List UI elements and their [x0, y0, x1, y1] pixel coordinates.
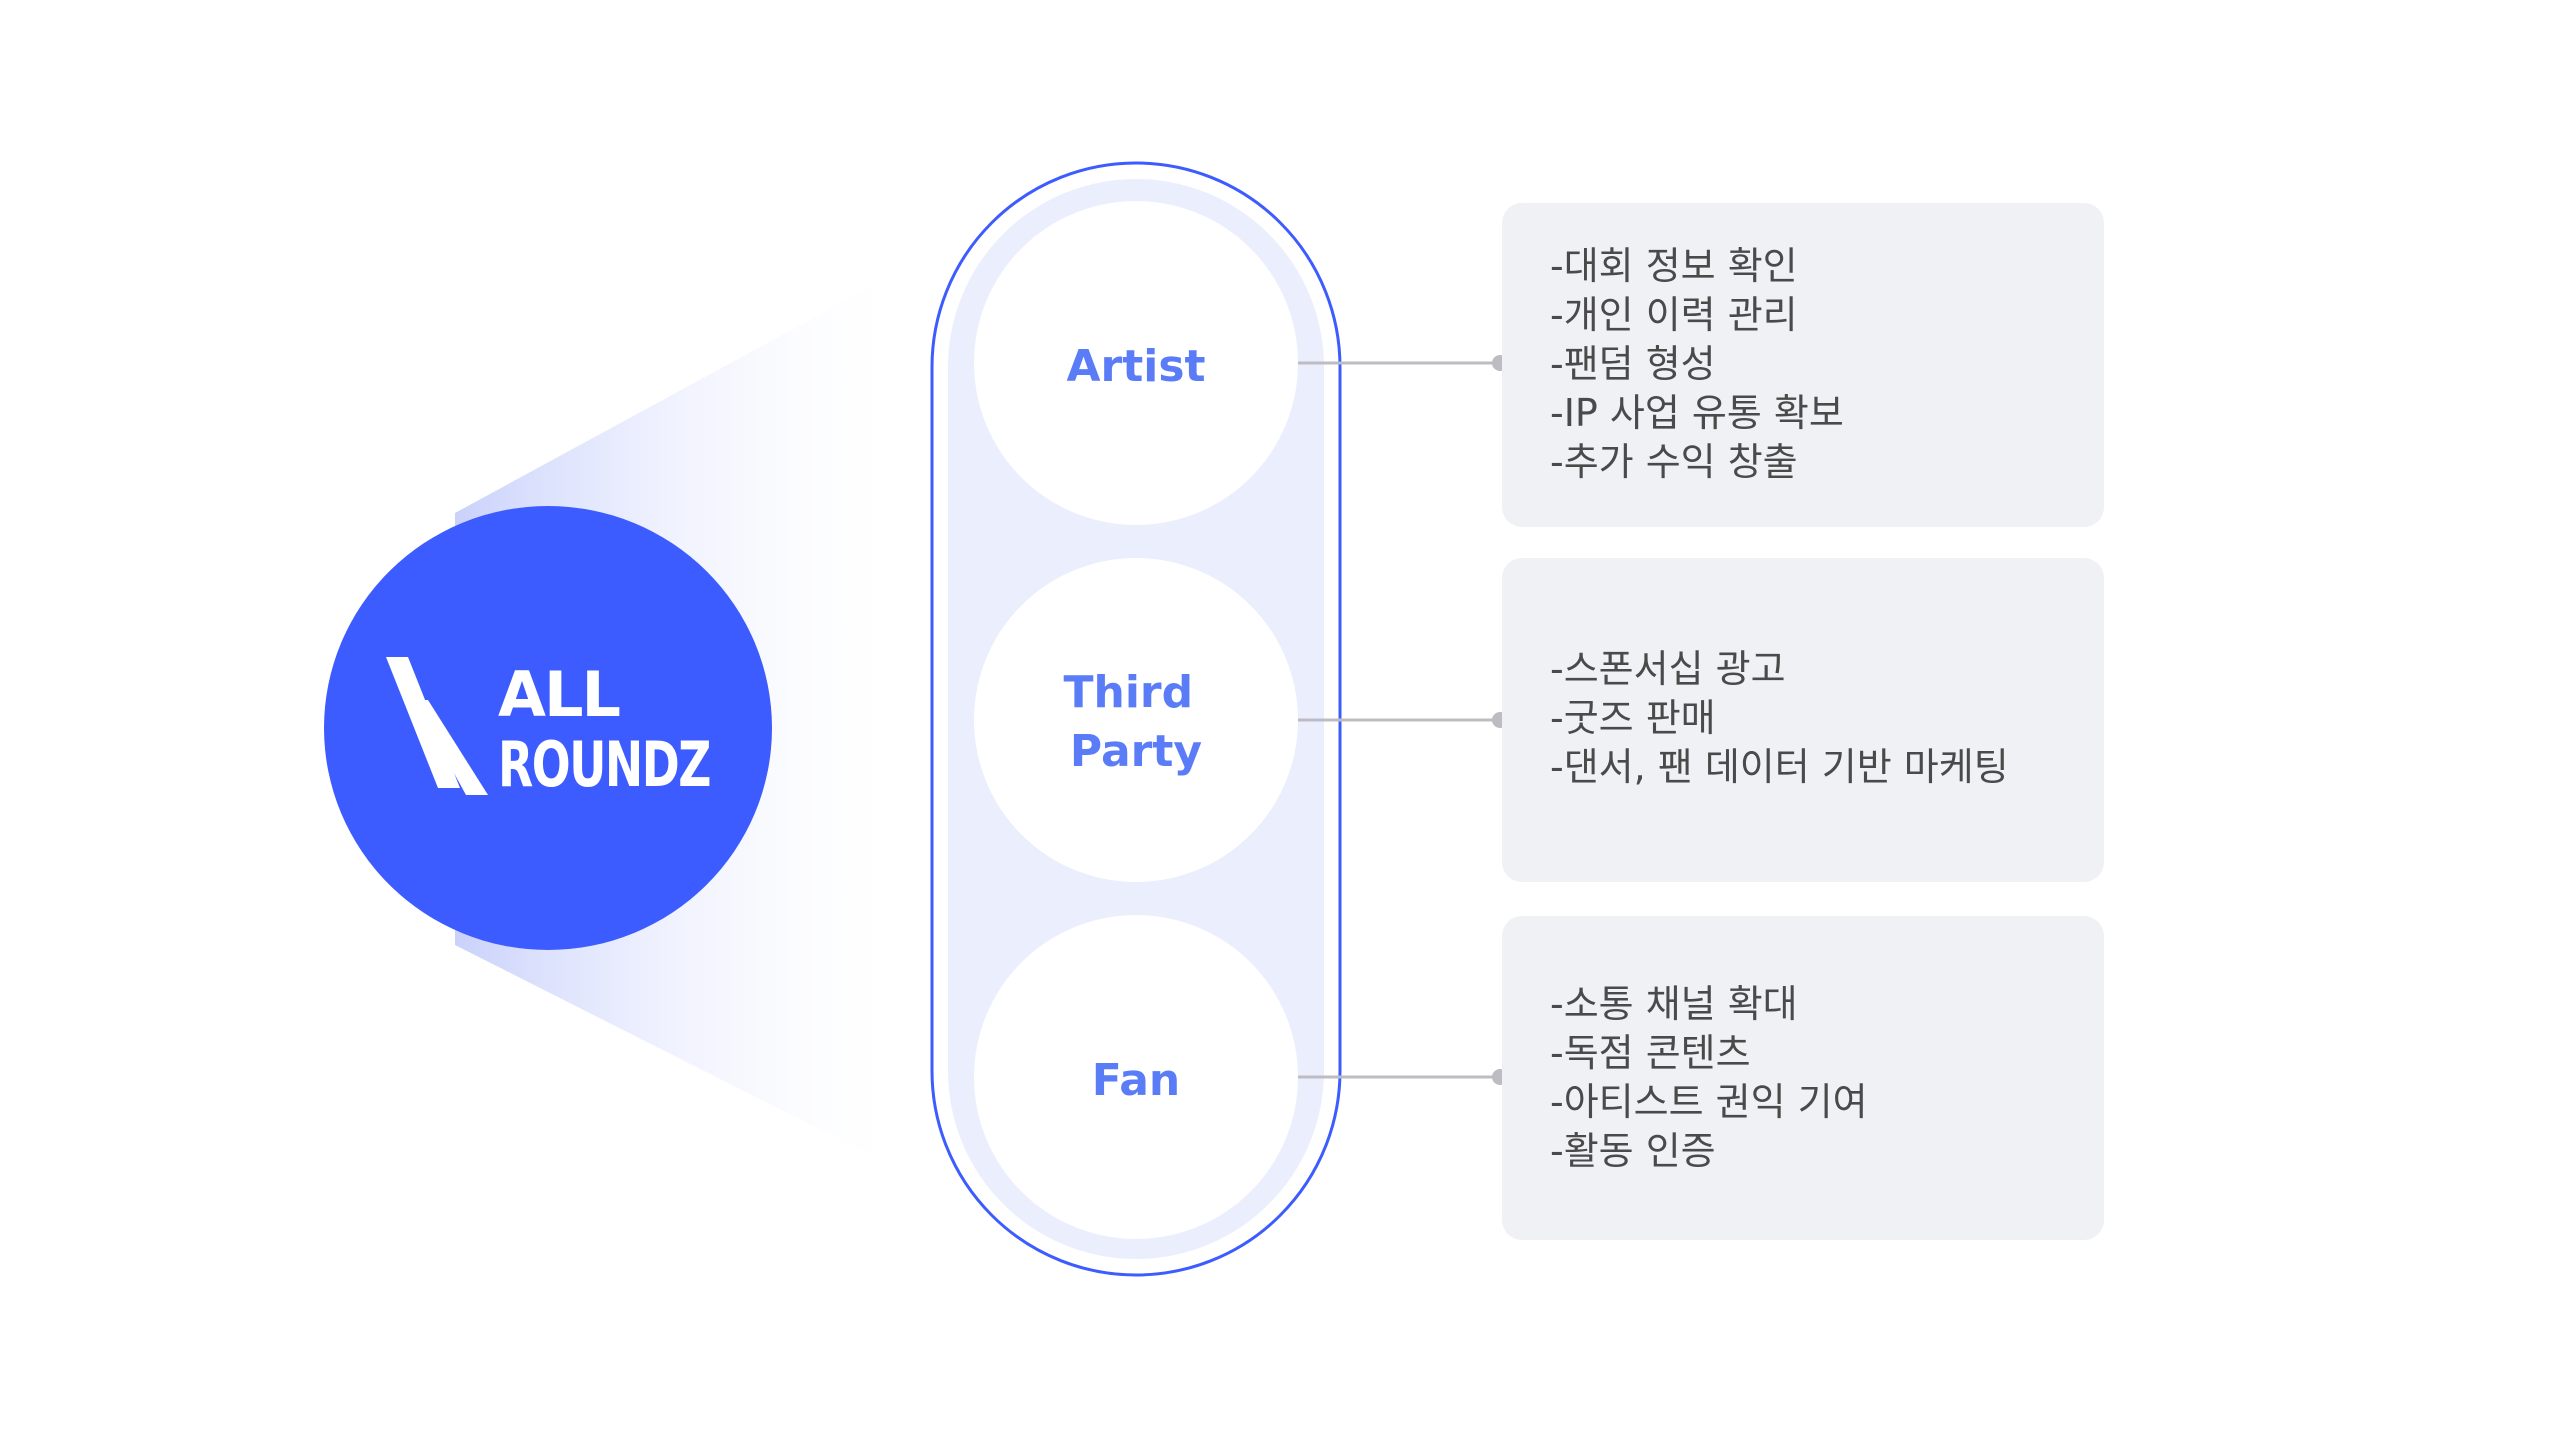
allroundz-logo: ALL ROUNDZ: [386, 657, 712, 801]
node-label-third-party: Third Party: [1064, 667, 1209, 777]
benefit-list-artist: -대회 정보 확인 -개인 이력 관리 -팬덤 형성 -IP 사업 유통 확보 …: [1550, 244, 1856, 484]
node-circle-artist: [974, 201, 1298, 525]
logo-slash-mark: [386, 657, 460, 788]
benefit-box-fan: [1502, 916, 2104, 1240]
node-label-artist: Artist: [1066, 341, 1205, 392]
logo-text-roundz: ROUNDZ: [498, 728, 710, 801]
node-circle-fan: [974, 915, 1298, 1239]
benefit-list-fan: -소통 채널 확대 -독점 콘텐츠 -아티스트 권익 기여 -활동 인증: [1550, 982, 1880, 1173]
node-label-fan: Fan: [1092, 1055, 1181, 1106]
node-circle-third-party: [974, 558, 1298, 882]
logo-circle: [324, 506, 772, 950]
logo-text-all: ALL: [498, 658, 619, 731]
benefit-box-third-party: [1502, 558, 2104, 882]
benefit-box-artist: [1502, 203, 2104, 527]
benefit-list-third-party: -스폰서십 광고 -굿즈 판매 -댄서, 팬 데이터 기반 마케팅: [1550, 647, 2009, 789]
